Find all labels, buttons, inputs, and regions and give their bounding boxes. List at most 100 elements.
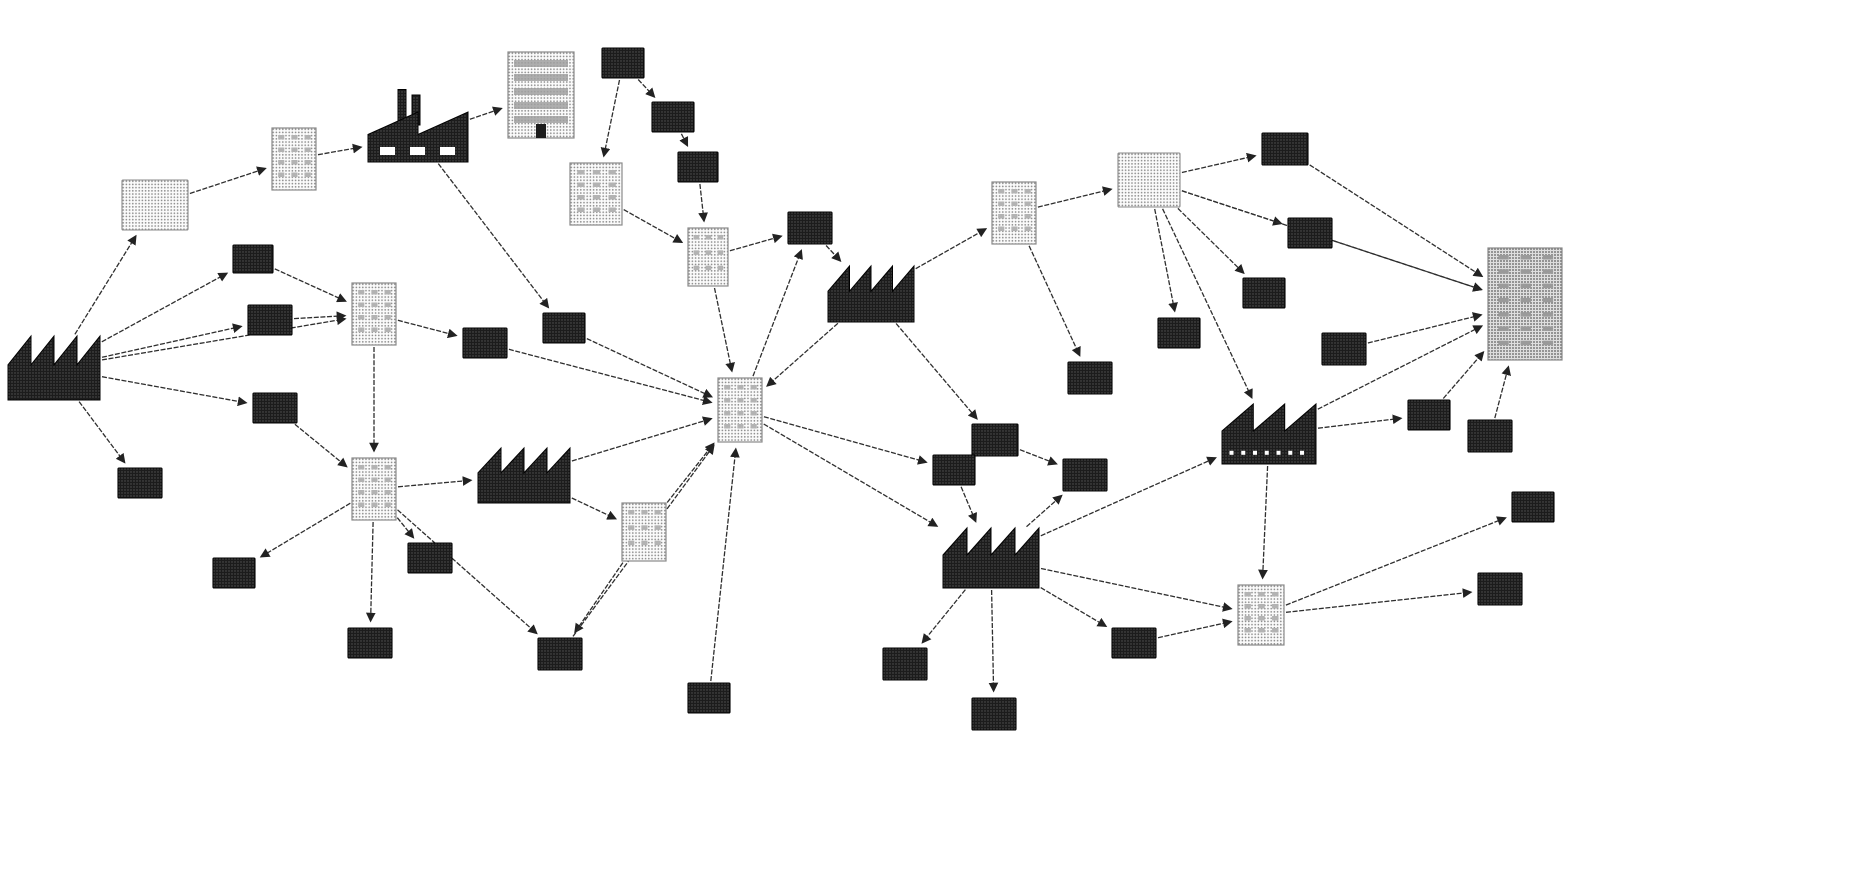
node-n22-box[interactable] — [1467, 419, 1513, 453]
edge-n28-n30 — [1040, 587, 1108, 628]
edge-n1-n37 — [101, 315, 347, 361]
edge-n10-n11 — [729, 233, 783, 252]
edge-n13-n14 — [1037, 186, 1113, 208]
node-n40-building[interactable] — [717, 377, 763, 443]
edge-n43-n49 — [397, 509, 538, 635]
node-n43-building[interactable] — [351, 457, 397, 521]
node-n14-box[interactable] — [1117, 152, 1181, 208]
node-n49-box[interactable] — [537, 637, 583, 671]
edge-n10-n40 — [713, 287, 735, 373]
node-n25-box[interactable] — [971, 423, 1019, 457]
node-n20-building[interactable] — [1487, 247, 1563, 361]
edge-n40-n11 — [752, 249, 803, 377]
edge-n28-n29 — [1040, 567, 1233, 612]
node-n3-building[interactable] — [271, 127, 317, 191]
edge-n8-n10 — [698, 183, 708, 223]
node-n42-box[interactable] — [117, 467, 163, 499]
node-n29-building[interactable] — [1237, 584, 1285, 646]
edge-n28-n32 — [988, 589, 999, 693]
node-layer — [7, 47, 1563, 731]
edge-n21-n20 — [1442, 350, 1485, 399]
node-n12-factory[interactable] — [827, 264, 915, 323]
node-n47-box[interactable] — [407, 542, 453, 574]
edge-layer — [74, 79, 1511, 693]
node-n39-box[interactable] — [542, 312, 586, 344]
edge-n22-n20 — [1494, 365, 1511, 419]
node-n8-box[interactable] — [677, 151, 719, 183]
node-n45-building[interactable] — [621, 502, 667, 562]
edge-n1-n41 — [101, 376, 248, 407]
node-n41-box[interactable] — [252, 392, 298, 424]
node-n18-box[interactable] — [1157, 317, 1201, 349]
edge-n44-n40 — [571, 416, 713, 462]
edge-n40-n26 — [763, 416, 928, 465]
node-n4-factory-chimneys[interactable] — [367, 89, 469, 163]
node-n1-factory[interactable] — [7, 334, 101, 401]
node-n30-box[interactable] — [1111, 627, 1157, 659]
node-n31-box[interactable] — [882, 647, 928, 681]
edge-n3-n4 — [317, 143, 363, 156]
node-n37-building[interactable] — [351, 282, 397, 346]
edge-n1-n36 — [101, 323, 243, 358]
edge-n11-n12 — [825, 245, 842, 262]
edge-n4-n5 — [469, 106, 503, 120]
node-n50-box[interactable] — [687, 682, 731, 714]
node-n48-box[interactable] — [347, 627, 393, 659]
edge-n4-n39 — [437, 163, 550, 309]
edge-n7-n8 — [679, 133, 689, 148]
edge-n50-n40 — [710, 447, 740, 682]
node-n15-box[interactable] — [1261, 132, 1309, 166]
node-n32-box[interactable] — [971, 697, 1017, 731]
node-n35-box[interactable] — [232, 244, 274, 274]
node-n16-box[interactable] — [1287, 217, 1333, 249]
edge-n43-n48 — [365, 521, 376, 623]
edge-n25-n27 — [1019, 449, 1058, 466]
edge-n29-n33 — [1285, 588, 1473, 613]
node-n38-box[interactable] — [462, 327, 508, 359]
edge-n28-n27 — [1026, 494, 1063, 528]
node-n6-box[interactable] — [601, 47, 645, 79]
node-n11-box[interactable] — [787, 211, 833, 245]
node-n27-box[interactable] — [1062, 458, 1108, 492]
edge-n9-n10 — [623, 209, 684, 244]
edge-n1-n35 — [101, 272, 229, 343]
node-n7-box[interactable] — [651, 101, 695, 133]
node-n23-box[interactable] — [1321, 332, 1367, 366]
edge-n14-n17 — [1177, 207, 1245, 275]
edge-n2-n3 — [189, 166, 267, 195]
edge-n14-n15 — [1181, 152, 1257, 174]
edge-n1-n2 — [74, 234, 137, 335]
node-n24-factory[interactable] — [1221, 402, 1317, 465]
edge-n28-n24 — [1040, 456, 1217, 537]
node-n2-box[interactable] — [121, 179, 189, 231]
node-n9-building[interactable] — [569, 162, 623, 226]
edge-n12-n40 — [766, 322, 839, 387]
node-n46-box[interactable] — [212, 557, 256, 589]
edge-n43-n47 — [396, 517, 415, 539]
node-n19-box[interactable] — [1067, 361, 1113, 395]
node-n36-box[interactable] — [247, 304, 293, 336]
edge-n41-n43 — [294, 423, 348, 468]
edge-n14-n24 — [1162, 208, 1253, 400]
edge-n1-n42 — [78, 401, 126, 464]
edge-n12-n25 — [895, 323, 978, 420]
node-n34-box[interactable] — [1511, 491, 1555, 523]
node-n17-box[interactable] — [1242, 277, 1286, 309]
node-n10-building[interactable] — [687, 227, 729, 287]
edge-n43-n44 — [397, 476, 473, 488]
node-n28-factory[interactable] — [942, 526, 1040, 589]
node-n13-building[interactable] — [991, 181, 1037, 245]
edge-n45-n49 — [574, 562, 624, 634]
node-n5-office-tower[interactable] — [507, 51, 575, 139]
node-n26-box[interactable] — [932, 454, 976, 486]
edge-n24-n29 — [1258, 465, 1269, 580]
edge-n35-n37 — [274, 268, 347, 303]
node-n21-box[interactable] — [1407, 399, 1451, 431]
node-n33-box[interactable] — [1477, 572, 1523, 606]
edge-n12-n13 — [915, 228, 988, 270]
edge-n40-n28 — [763, 423, 939, 527]
node-n44-factory[interactable] — [477, 446, 571, 504]
edge-n28-n31 — [921, 589, 966, 644]
